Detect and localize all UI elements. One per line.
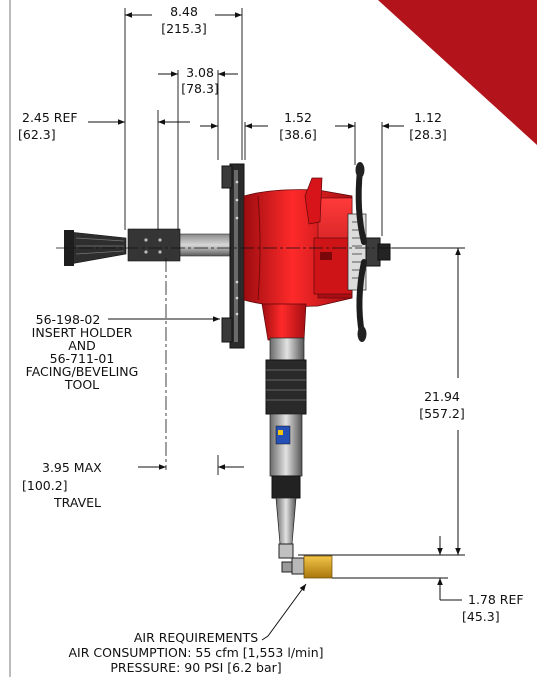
insert-holder-line-5: FACING/BEVELING	[26, 364, 139, 379]
air-requirements-leader	[261, 583, 307, 641]
air-consumption: AIR CONSUMPTION: 55 cfm [1,553 l/min]	[69, 645, 324, 660]
handwheel-inch: 1.12	[414, 110, 442, 125]
air-requirements-callout: AIR REQUIREMENTS AIR CONSUMPTION: 55 cfm…	[69, 630, 324, 675]
inlet-ref-mm: [45.3]	[462, 609, 500, 624]
insert-holder-line-2: INSERT HOLDER	[32, 325, 133, 340]
ref-left-mm: [62.3]	[18, 127, 56, 142]
handwheel-mm: [28.3]	[409, 127, 447, 142]
air-requirements-title: AIR REQUIREMENTS	[134, 630, 258, 645]
extension-lines	[124, 8, 465, 579]
travel-inch: 3.95 MAX	[42, 460, 102, 475]
overall-width-mm: [215.3]	[161, 21, 207, 36]
height-inch: 21.94	[424, 389, 460, 404]
flange-offset-mm: [78.3]	[181, 81, 219, 96]
insert-holder-line-3: AND	[68, 338, 96, 353]
height-mm: [557.2]	[419, 406, 465, 421]
ref-left-inch: 2.45 REF	[22, 110, 78, 125]
corner-banner	[378, 0, 537, 145]
overall-width-inch: 8.48	[170, 4, 198, 19]
body-width-inch: 1.52	[284, 110, 312, 125]
body-width-mm: [38.6]	[279, 127, 317, 142]
inlet-ref-inch: 1.78 REF	[468, 592, 524, 607]
air-pressure: PRESSURE: 90 PSI [6.2 bar]	[110, 660, 281, 675]
insert-holder-line-1: 56-198-02	[36, 312, 101, 327]
travel-mm: [100.2]	[22, 478, 68, 493]
insert-holder-line-4: 56-711-01	[50, 351, 115, 366]
travel-label: TRAVEL	[53, 495, 101, 510]
flange-offset-inch: 3.08	[186, 65, 214, 80]
insert-holder-line-6: TOOL	[64, 377, 99, 392]
insert-holder-callout: 56-198-02 INSERT HOLDER AND 56-711-01 FA…	[26, 312, 139, 392]
